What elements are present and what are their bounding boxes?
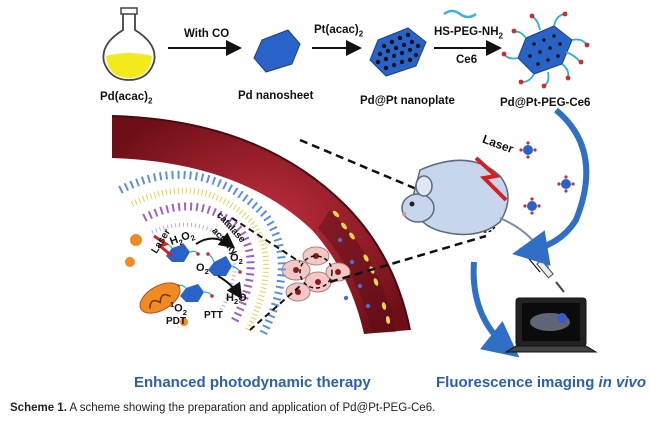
pd-pt-nanoplate-icon — [369, 27, 427, 77]
arrow3-label-top: HS-PEG-NH2 — [434, 26, 503, 40]
conjugate-label: Pd@Pt-PEG-Ce6 — [500, 97, 591, 109]
caption-text: A scheme showing the preparation and app… — [66, 402, 436, 414]
laser-bolt-mouse — [474, 156, 508, 202]
flask-icon — [102, 7, 156, 81]
h2o2-sub1: 2 — [177, 237, 185, 248]
laser-bolt-cell — [153, 234, 173, 258]
h2o-sub: 2 — [233, 297, 239, 307]
h2o-label-h: H — [226, 292, 234, 304]
mitochondrion-icon — [139, 282, 181, 314]
precursor-label: Pd(acac)2 — [100, 91, 152, 105]
precursor-label-main: Pd(acac) — [100, 91, 148, 103]
o2-label-a-o: O — [196, 262, 205, 274]
ptt-label: PTT — [204, 310, 223, 321]
arrow3-label-bottom: Ce6 — [456, 54, 478, 66]
pdt-label: PDT — [166, 316, 186, 327]
orange-particle — [180, 318, 188, 326]
singlet-sup: 1 — [170, 300, 175, 309]
o2-b-sub: 2 — [238, 257, 243, 267]
h2o-label: H2O — [226, 292, 247, 307]
orange-particle — [130, 234, 142, 246]
imaging-title: Fluorescence imaging in vivo — [436, 374, 646, 391]
imaging-title-italic: in vivo — [598, 374, 647, 391]
o2-arrow — [217, 275, 243, 300]
figure-caption: Scheme 1. A scheme showing the preparati… — [10, 402, 435, 414]
arrow3-label-top-sub: 2 — [498, 31, 503, 41]
arrow2-label-main: Pt(acac) — [314, 24, 359, 36]
pd-pt-peg-ce6-icon — [501, 11, 590, 89]
singlet-sub: 2 — [182, 307, 187, 317]
o2-a-sub: 2 — [204, 267, 209, 277]
catalase-arrow — [195, 232, 236, 249]
precursor-label-sub: 2 — [147, 96, 153, 106]
imaging-title-main: Fluorescence imaging — [436, 374, 599, 391]
caption-prefix: Scheme 1. — [10, 402, 67, 414]
arrow1-label: With CO — [184, 28, 230, 40]
floating-nanoparticles — [519, 141, 575, 215]
pd-nanosheet-icon — [253, 29, 301, 73]
blood-vessel — [111, 115, 411, 334]
curved-arrow-right — [512, 107, 590, 266]
singlet-label-o: O — [174, 302, 183, 315]
orange-particle — [125, 257, 135, 267]
peg-chain-icon — [443, 9, 477, 19]
singlet-oxygen-label: 1O2 — [170, 300, 187, 317]
zoom-line — [329, 234, 487, 284]
o2-label-b: O2 — [230, 252, 243, 266]
o2-label-a: O2 — [196, 262, 209, 276]
o2-label-b-o: O — [230, 252, 239, 264]
arrow2-label: Pt(acac)2 — [314, 24, 363, 38]
zoom-line — [249, 285, 301, 331]
laptop-icon — [504, 297, 598, 353]
therapy-title: Enhanced photodynamic therapy — [134, 374, 371, 391]
zoom-line — [231, 217, 301, 263]
curved-arrow-bottom — [470, 261, 520, 358]
arrow3-label-top-main: HS-PEG-NH — [434, 26, 499, 38]
nanosheet-label: Pd nanosheet — [238, 90, 314, 102]
arrow2-label-sub: 2 — [358, 29, 364, 39]
nanoplate-label: Pd@Pt nanoplate — [360, 95, 455, 107]
